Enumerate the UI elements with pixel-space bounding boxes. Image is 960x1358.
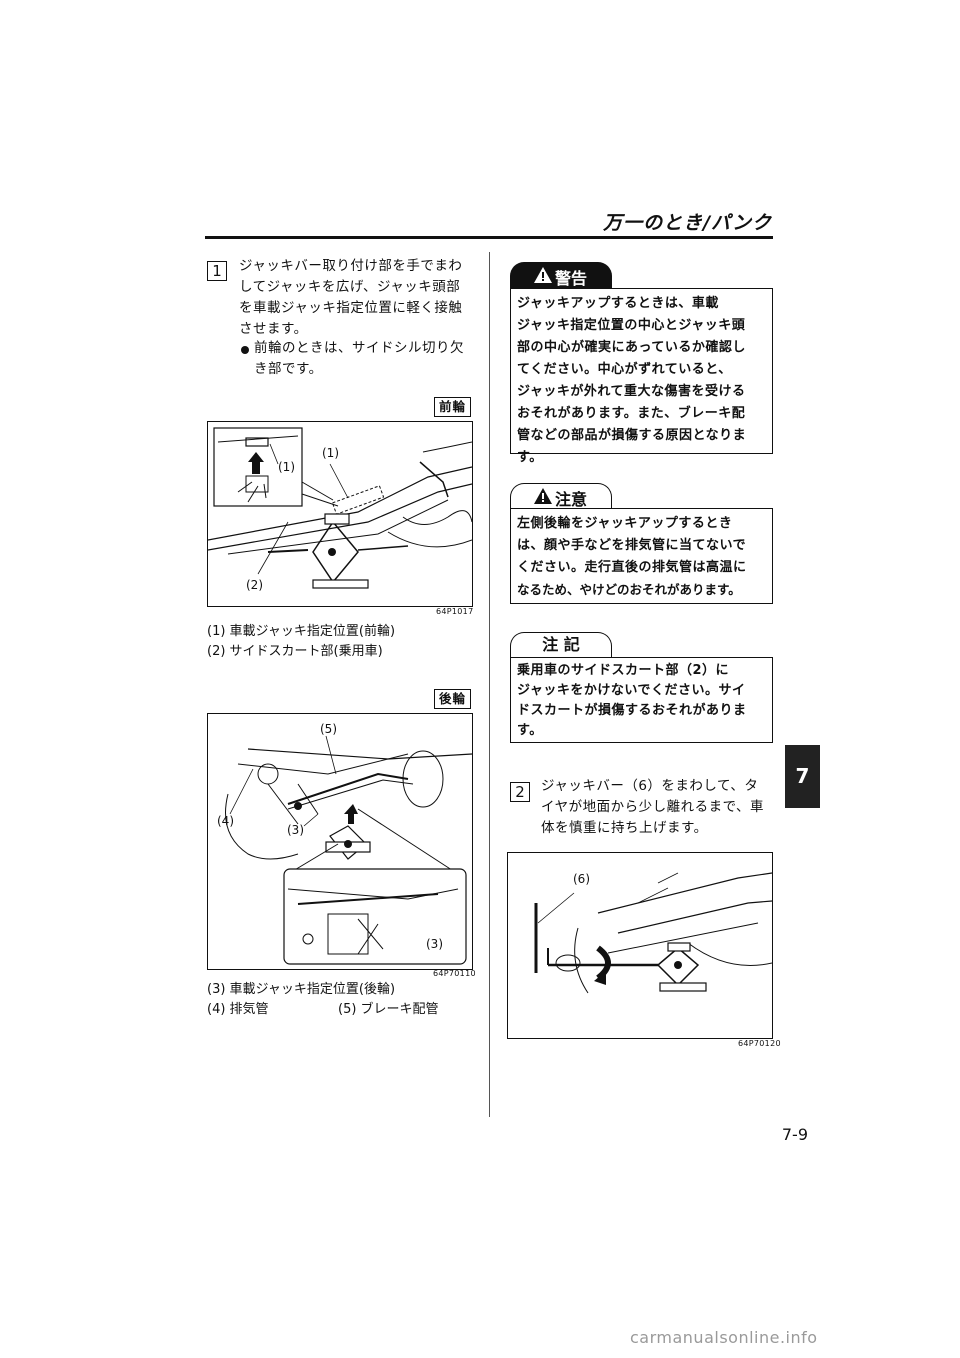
caution-line: なるため、やけどのおそれがあります。 — [517, 582, 741, 597]
step-1-text: ジャッキバー取り付け部を手でまわ してジャッキを広げ、ジャッキ頭部 を車載ジャッ… — [239, 256, 479, 340]
note-line: す。 — [517, 723, 543, 738]
step-2-line: イヤが地面から少し離れるまで、車 — [541, 799, 765, 815]
step-1-bullet: 前輪のときは、サイドシル切り欠 き部です。 — [254, 338, 479, 380]
column-divider — [489, 252, 490, 1117]
bullet-line: き部です。 — [254, 361, 323, 377]
step-2-text: ジャッキバー（6）をまわして、タ イヤが地面から少し離れるまで、車 体を慎重に持… — [541, 776, 776, 839]
rear-fig-captions: (3) 車載ジャッキ指定位置(後輪) (4) 排気管 (5) ブレーキ配管 — [207, 980, 477, 1020]
step-1-line: ジャッキバー取り付け部を手でまわ — [239, 258, 463, 274]
front-wheel-tag: 前輪 — [434, 397, 472, 417]
caption-line: (4) 排気管 (5) ブレーキ配管 — [207, 1000, 477, 1020]
callout-label: (1) — [278, 460, 295, 474]
callout-label: (3) — [426, 937, 443, 951]
caution-box: 左側後輪をジャッキアップするとき は、顔や手などを排気管に当てないで ください。… — [510, 508, 773, 604]
jack-lifting-figure — [507, 852, 773, 1039]
warning-line: ジャッキが外れて重大な傷害を受ける — [517, 384, 746, 399]
figure-code: 64P1017 — [436, 607, 474, 616]
rear-jack-figure — [207, 713, 473, 970]
note-label: 注 記 — [542, 635, 580, 654]
step-1-line: してジャッキを広げ、ジャッキ頭部 — [239, 279, 461, 295]
warning-line: す。 — [517, 450, 543, 465]
note-line: ジャッキをかけないでください。サイ — [517, 683, 746, 698]
callout-label: (3) — [287, 823, 304, 837]
section-title: 万一のとき/パンク — [603, 212, 772, 234]
step-1-line: を車載ジャッキ指定位置に軽く接触 — [239, 300, 463, 316]
watermark: carmanualsonline.info — [630, 1328, 818, 1347]
warning-header: 警告 — [510, 262, 612, 288]
step-2-line: ジャッキバー（6）をまわして、タ — [541, 778, 759, 794]
warning-line: 部の中心が確実にあっているか確認し — [517, 340, 746, 355]
step-2-line: 体を慎重に持ち上げます。 — [541, 820, 708, 836]
caution-line: ください。走行直後の排気管は高温に — [517, 560, 747, 575]
warning-box: ジャッキアップするときは、車載 ジャッキ指定位置の中心とジャッキ頭 部の中心が確… — [510, 288, 773, 465]
front-jack-illustration — [208, 427, 472, 589]
bullet-icon — [241, 346, 249, 354]
note-box: 乗用車のサイドスカート部（2）に ジャッキをかけないでください。サイ ドスカート… — [510, 657, 773, 743]
figure-code: 64P70110 — [433, 969, 476, 978]
note-line: 乗用車のサイドスカート部（2）に — [517, 663, 730, 678]
bullet-line: 前輪のときは、サイドシル切り欠 — [254, 340, 464, 356]
callout-label: (2) — [246, 578, 263, 592]
caution-header: 注意 — [510, 483, 612, 509]
caution-label: 注意 — [555, 490, 588, 509]
front-jack-figure — [207, 421, 473, 607]
warning-line: 管などの部品が損傷する原因となりま — [517, 428, 747, 443]
caption-item: (5) ブレーキ配管 — [338, 1002, 439, 1017]
caption-line: (3) 車載ジャッキ指定位置(後輪) — [207, 982, 396, 997]
warning-label: 警告 — [555, 269, 588, 288]
page-number: 7-9 — [781, 1125, 808, 1144]
step-1-line: させます。 — [239, 321, 308, 337]
header-rule — [205, 236, 773, 239]
note-header: 注 記 — [510, 632, 612, 658]
caution-triangle-icon — [534, 488, 552, 504]
rear-jack-illustration — [225, 735, 472, 965]
note-line: ドスカートが損傷するおそれがありま — [517, 703, 747, 718]
callout-label: (4) — [217, 814, 234, 828]
caution-line: は、顔や手などを排気管に当てないで — [517, 538, 747, 553]
warning-line: おそれがあります。また、ブレーキ配 — [517, 406, 746, 421]
warning-line: ジャッキアップするときは、車載 — [517, 296, 719, 311]
rear-wheel-tag: 後輪 — [434, 689, 472, 709]
figure-code: 64P70120 — [738, 1039, 781, 1048]
warning-line: てください。中心がずれていると、 — [517, 362, 732, 377]
jack-lifting-illustration — [534, 872, 772, 994]
caption-item: (4) 排気管 — [207, 1002, 269, 1017]
step-1-marker: 1 — [207, 261, 227, 281]
caution-line: 左側後輪をジャッキアップするとき — [517, 516, 733, 531]
callout-label: (6) — [573, 872, 590, 886]
step-2-marker: 2 — [510, 782, 530, 802]
caption-line: (1) 車載ジャッキ指定位置(前輪) — [207, 624, 396, 639]
callout-label: (5) — [320, 722, 337, 736]
warning-line: ジャッキ指定位置の中心とジャッキ頭 — [517, 318, 746, 333]
caption-line: (2) サイドスカート部(乗用車) — [207, 644, 383, 659]
front-fig-captions: (1) 車載ジャッキ指定位置(前輪) (2) サイドスカート部(乗用車) — [207, 622, 477, 662]
chapter-tab: 7 — [785, 745, 820, 808]
warning-triangle-icon — [534, 267, 552, 283]
callout-label: (1) — [322, 446, 339, 460]
